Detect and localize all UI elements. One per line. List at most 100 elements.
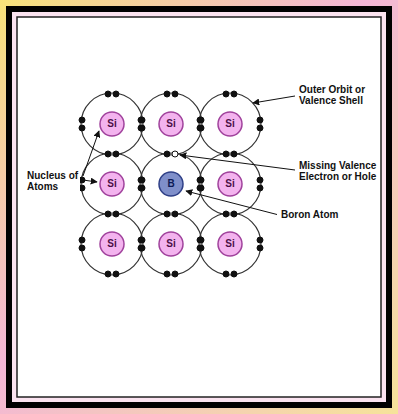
electron xyxy=(164,151,170,157)
electron xyxy=(197,125,203,131)
electron xyxy=(231,151,237,157)
nucleus: Si xyxy=(217,171,243,197)
electron xyxy=(257,125,263,131)
electron xyxy=(164,91,170,97)
electron xyxy=(138,245,144,251)
nucleus-circle xyxy=(100,172,124,196)
nucleus: Si xyxy=(217,111,243,137)
nucleus-circle xyxy=(100,112,124,136)
callout-label: Outer Orbit or Valence Shell xyxy=(298,84,374,106)
panel xyxy=(17,17,381,397)
element-symbol: Si xyxy=(107,119,116,129)
callout-label: Boron Atom xyxy=(280,209,339,220)
atom-lattice xyxy=(79,91,263,277)
element-symbol: Si xyxy=(166,119,175,129)
electron xyxy=(257,185,263,191)
nucleus: Si xyxy=(99,231,125,257)
electron xyxy=(223,151,229,157)
electron xyxy=(164,271,170,277)
electron xyxy=(138,117,144,123)
electron xyxy=(198,237,204,243)
element-symbol: Si xyxy=(225,119,234,129)
electron xyxy=(172,91,178,97)
pink-rim xyxy=(12,12,386,402)
electron xyxy=(231,91,237,97)
nucleus: Si xyxy=(158,231,184,257)
electron xyxy=(138,185,144,191)
electron xyxy=(198,177,204,183)
electron xyxy=(113,151,119,157)
callout-label: Missing Valence Electron or Hole xyxy=(298,160,378,182)
leader-lines xyxy=(83,96,295,215)
electron xyxy=(139,117,145,123)
nucleus-circle xyxy=(159,112,183,136)
element-symbol: Si xyxy=(225,179,234,189)
hole xyxy=(172,151,178,157)
valence-shell xyxy=(140,153,202,215)
electron xyxy=(138,237,144,243)
electron xyxy=(257,117,263,123)
valence-shell xyxy=(199,153,261,215)
element-symbol: Si xyxy=(107,239,116,249)
electron xyxy=(79,125,85,131)
nucleus-circle xyxy=(218,112,242,136)
leader-line xyxy=(180,155,295,170)
callout-label: Nucleus of Atoms xyxy=(26,170,80,192)
electron xyxy=(113,91,119,97)
electron xyxy=(172,271,178,277)
nucleus: Si xyxy=(158,111,184,137)
electron xyxy=(105,271,111,277)
nucleus-circle xyxy=(159,232,183,256)
electron xyxy=(79,117,85,123)
element-symbol: Si xyxy=(225,239,234,249)
electron xyxy=(139,125,145,131)
electron xyxy=(198,125,204,131)
valence-shell xyxy=(140,93,202,155)
electron xyxy=(198,185,204,191)
element-symbol: B xyxy=(167,179,174,189)
electron xyxy=(223,271,229,277)
electron xyxy=(139,245,145,251)
electron xyxy=(197,245,203,251)
valence-shell xyxy=(81,213,143,275)
electron xyxy=(198,245,204,251)
electron xyxy=(105,91,111,97)
nucleus: Si xyxy=(99,171,125,197)
electron xyxy=(223,91,229,97)
electron xyxy=(257,245,263,251)
electron xyxy=(198,117,204,123)
electron xyxy=(197,177,203,183)
electron xyxy=(172,211,178,217)
nucleus: Si xyxy=(217,231,243,257)
electron xyxy=(105,211,111,217)
electron xyxy=(113,211,119,217)
electron xyxy=(139,237,145,243)
electron xyxy=(231,211,237,217)
electron xyxy=(223,211,229,217)
leader-line xyxy=(253,96,295,103)
electron xyxy=(197,237,203,243)
electron xyxy=(139,185,145,191)
nucleus-circle xyxy=(218,232,242,256)
electron xyxy=(197,117,203,123)
element-symbol: Si xyxy=(166,239,175,249)
nucleus-circle xyxy=(218,172,242,196)
electron xyxy=(257,177,263,183)
electron xyxy=(231,271,237,277)
electron xyxy=(139,177,145,183)
element-symbol: Si xyxy=(107,179,116,189)
valence-shell xyxy=(199,93,261,155)
valence-shell xyxy=(199,213,261,275)
nucleus-circle xyxy=(159,172,183,196)
electron xyxy=(138,125,144,131)
leader-line xyxy=(83,180,97,182)
electron xyxy=(79,245,85,251)
leader-line xyxy=(83,131,99,176)
electron xyxy=(79,237,85,243)
valence-shell xyxy=(140,213,202,275)
valence-shell xyxy=(81,153,143,215)
electron xyxy=(257,237,263,243)
electron xyxy=(113,271,119,277)
